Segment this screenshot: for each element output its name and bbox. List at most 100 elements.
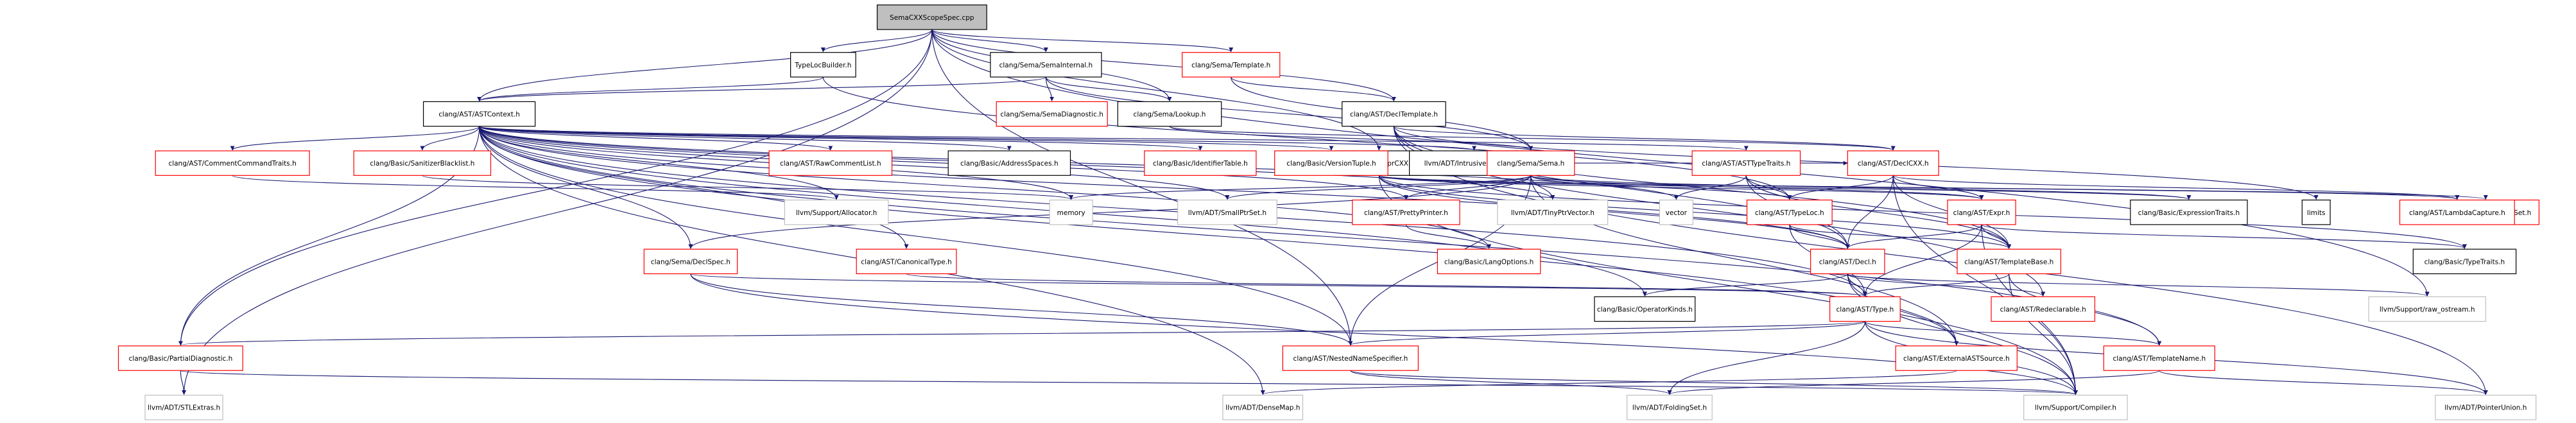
node-prettyprinter[interactable]: clang/AST/PrettyPrinter.h [1352, 200, 1460, 225]
edge-decl-to-redeclarable [1847, 273, 2046, 297]
node-label: clang/Sema/SemaInternal.h [999, 62, 1093, 69]
node-box [1895, 345, 2018, 371]
node-decltemplate[interactable]: clang/AST/DeclTemplate.h [1342, 101, 1446, 127]
node-box [1691, 150, 1801, 176]
node-commentcommandtraits[interactable]: clang/AST/CommentCommandTraits.h [155, 150, 310, 176]
node-partialdiagnostic[interactable]: clang/Basic/PartialDiagnostic.h [117, 345, 243, 371]
node-box [2368, 296, 2486, 322]
edge-decl-to-rawostream [1847, 273, 2430, 297]
node-box [784, 200, 889, 225]
edge-astcontext-to-decl [479, 126, 1850, 249]
edge-declspec-to-typeh [690, 273, 1867, 297]
node-box [856, 248, 957, 275]
node-astcontext[interactable]: clang/AST/ASTContext.h [422, 101, 536, 127]
node-box [876, 4, 987, 30]
node-expr[interactable]: clang/AST/Expr.h [1947, 200, 2016, 225]
node-externalastsource[interactable]: clang/AST/ExternalASTSource.h [1895, 345, 2018, 371]
node-smallptrset[interactable]: llvm/ADT/SmallPtrSet.h [1177, 200, 1277, 225]
edge-decltemplate-to-pointerunion [1393, 126, 2488, 395]
node-semantemplate[interactable]: clang/Sema/Template.h [1181, 52, 1281, 78]
edge-astcontext-to-nestednamespecifier [479, 126, 1353, 346]
node-label: clang/Basic/VersionTuple.h [1286, 160, 1376, 168]
edge-root-to-stlextras [182, 29, 933, 395]
node-label: clang/Basic/TypeTraits.h [2425, 258, 2505, 266]
node-limits[interactable]: limits [2301, 200, 2331, 225]
node-expressiontraits[interactable]: clang/Basic/ExpressionTraits.h [2130, 200, 2248, 225]
node-label: clang/AST/ASTTypeTraits.h [1702, 160, 1790, 168]
node-box [1049, 200, 1093, 225]
node-redeclarable[interactable]: clang/AST/Redeclarable.h [1991, 296, 2095, 322]
node-compiler[interactable]: llvm/Support/Compiler.h [2023, 394, 2128, 420]
node-semah[interactable]: clang/Sema/Sema.h [1487, 150, 1575, 176]
node-box [1282, 345, 1419, 371]
node-box [643, 248, 738, 275]
edge-commentcommandtraits-to-allocator [232, 175, 839, 200]
node-templatename[interactable]: clang/AST/TemplateName.h [2103, 345, 2215, 371]
node-typelocbuilder[interactable]: TypeLocBuilder.h [790, 52, 856, 78]
node-label: clang/Basic/IdentifierTable.h [1153, 160, 1248, 168]
node-templatebase[interactable]: clang/AST/TemplateBase.h [1957, 248, 2061, 275]
node-semainternal[interactable]: clang/Sema/SemaInternal.h [990, 52, 1102, 78]
node-box [990, 52, 1102, 78]
node-densemap[interactable]: llvm/ADT/DenseMap.h [1222, 394, 1304, 420]
node-box [1342, 101, 1446, 127]
node-tinyptrvector[interactable]: llvm/ADT/TinyPtrVector.h [1497, 200, 1609, 225]
node-label: clang/AST/NestedNameSpecifier.h [1293, 355, 1408, 363]
node-typetraits[interactable]: clang/Basic/TypeTraits.h [2412, 248, 2517, 275]
node-label: llvm/ADT/STLExtras.h [148, 404, 220, 412]
node-memory[interactable]: memory [1049, 200, 1093, 225]
edge-semainternal-to-astcontext [477, 76, 1046, 101]
edge-asttypetraits-to-vector [1673, 175, 1747, 200]
edge-root-to-decltemplate [931, 29, 1396, 101]
node-typeh[interactable]: clang/AST/Type.h [1829, 296, 1901, 322]
node-vector[interactable]: vector [1659, 200, 1693, 225]
node-nestednamespecifier[interactable]: clang/AST/NestedNameSpecifier.h [1282, 345, 1419, 371]
node-label: clang/AST/PrettyPrinter.h [1364, 209, 1448, 217]
node-box [1487, 150, 1575, 176]
node-semadiagnostic[interactable]: clang/Sema/SemaDiagnostic.h [996, 101, 1108, 127]
node-box [144, 394, 223, 420]
node-rawcommentlist[interactable]: clang/AST/RawCommentList.h [768, 150, 893, 176]
edge-astcontext-to-langoptions [479, 126, 1491, 249]
edge-sanitizerblacklist-to-memory [422, 175, 1073, 200]
node-declspec[interactable]: clang/Sema/DeclSpec.h [643, 248, 738, 275]
edge-semainternal-to-lookup [1045, 76, 1172, 101]
node-decl[interactable]: clang/AST/Decl.h [1810, 248, 1885, 275]
node-versiontuple[interactable]: clang/Basic/VersionTuple.h [1274, 150, 1388, 176]
node-label: llvm/ADT/FoldingSet.h [1632, 404, 1707, 412]
node-rawostream[interactable]: llvm/Support/raw_ostream.h [2368, 296, 2486, 322]
node-pointerunion[interactable]: llvm/ADT/PointerUnion.h [2435, 394, 2537, 420]
node-langoptions[interactable]: clang/Basic/LangOptions.h [1437, 248, 1541, 275]
node-lookup[interactable]: clang/Sema/Lookup.h [1117, 101, 1222, 127]
node-box [2103, 345, 2215, 371]
node-lambdacapture[interactable]: clang/AST/LambdaCapture.h [2399, 200, 2515, 225]
edge-semah-to-smallptrset [1225, 175, 1532, 200]
node-addressspaces[interactable]: clang/Basic/AddressSpaces.h [947, 150, 1071, 176]
edge-expr-to-decl [1845, 224, 1982, 249]
node-declcxx[interactable]: clang/AST/DeclCXX.h [1847, 150, 1939, 176]
node-allocator[interactable]: llvm/Support/Allocator.h [784, 200, 889, 225]
node-foldingset[interactable]: llvm/ADT/FoldingSet.h [1627, 394, 1713, 420]
node-identifiertable[interactable]: clang/Basic/IdentifierTable.h [1144, 150, 1257, 176]
node-label: clang/Sema/Sema.h [1497, 160, 1564, 168]
node-typeloc[interactable]: clang/AST/TypeLoc.h [1746, 200, 1833, 225]
node-box [996, 101, 1108, 127]
node-operatorkinds[interactable]: clang/Basic/OperatorKinds.h [1594, 296, 1696, 322]
node-box [422, 101, 536, 127]
node-label: llvm/ADT/PointerUnion.h [2444, 404, 2527, 412]
edge-asttypetraits-to-templatebase [1745, 175, 2012, 249]
node-canonicaltype[interactable]: clang/AST/CanonicalType.h [856, 248, 957, 275]
node-box [1659, 200, 1693, 225]
edge-semah-to-prettyprinter [1403, 175, 1532, 200]
node-stlextras[interactable]: llvm/ADT/STLExtras.h [144, 394, 223, 420]
node-box [1437, 248, 1541, 275]
node-label: clang/Basic/OperatorKinds.h [1597, 306, 1693, 314]
node-sanitizerblacklist[interactable]: clang/Basic/SanitizerBlacklist.h [353, 150, 492, 176]
edge-root-to-exprcxx [931, 29, 1381, 151]
node-box [1497, 200, 1609, 225]
edge-root-to-typelocbuilder [820, 29, 933, 53]
edge-astcontext-to-asttypetraits [479, 126, 1749, 151]
node-label: limits [2307, 209, 2326, 217]
node-asttypetraits[interactable]: clang/AST/ASTTypeTraits.h [1691, 150, 1801, 176]
